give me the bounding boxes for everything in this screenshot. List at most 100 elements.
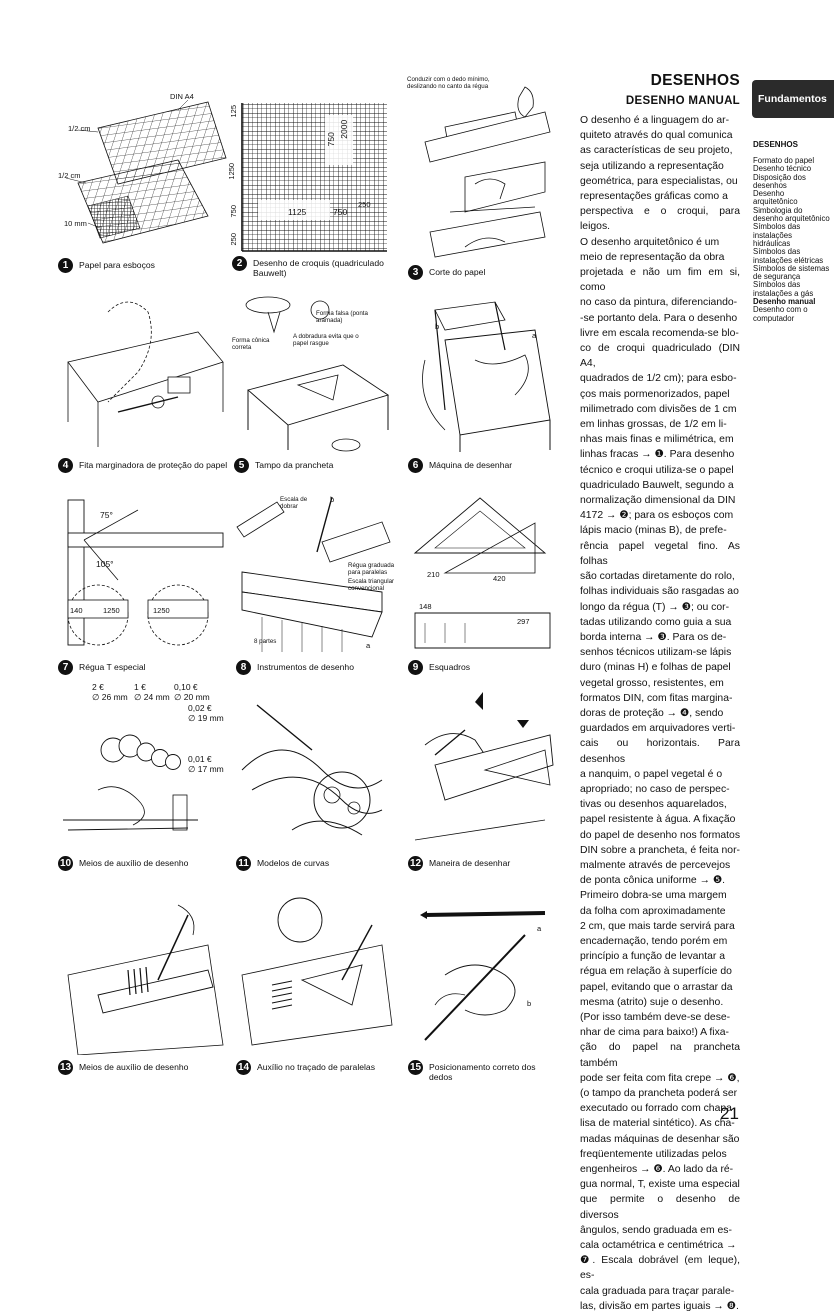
fig7-scale-140: 140 (70, 606, 83, 615)
body-line: apropriado; no caso de perspec- (580, 783, 730, 795)
body-line: borda interna → ❸. Para os de- (580, 631, 727, 643)
figure-15-caption: 15 Posicionamento correto dos dedos (408, 1060, 536, 1082)
fig8-label-folding-scale: Escala de dobrar (280, 496, 308, 510)
body-line: papel, evitando que o arrastar da (580, 981, 733, 993)
fig10-coin-002-diam: ∅ 19 mm (188, 713, 224, 723)
body-line: nhas mais finas e milimétrica, em (580, 434, 734, 446)
fig8-label-b: b (330, 495, 335, 504)
body-line: senhos técnicos utilizam-se lápis (580, 647, 732, 659)
sidebar-item[interactable]: Símbolos das instalações a gás (753, 280, 814, 298)
fig3-note: Conduzir com o dedo mínimo, deslizando n… (407, 76, 490, 90)
fig9-dim-210: 210 (427, 570, 440, 579)
fig2-dim-750c: 750 (333, 207, 348, 217)
body-line: freqüentemente utilizadas pelos (580, 1148, 727, 1160)
body-line: 2 cm, que mais tarde servirá para (580, 920, 735, 932)
body-line: ços mais pormenorizados, papel (580, 388, 730, 400)
body-line: gua normal, T, existe uma especial (580, 1179, 740, 1191)
figure-9-set-squares: 420 297 210 148 (405, 493, 555, 655)
figure-11-caption: 11 Modelos de curvas (236, 856, 396, 871)
body-line: meio de representação da obra (580, 251, 725, 263)
fig5-label-conical: Forma cônica correta (232, 337, 270, 351)
fig7-scale-1250b: 1250 (153, 606, 170, 615)
figure-4-caption: 4 Fita marginadora de proteção do papel (58, 458, 228, 473)
body-line: nhar de cima para baixo!) A fixa- (580, 1027, 730, 1039)
figure-6-drafting-machine: b a (405, 290, 555, 455)
body-line: do papel de desenho nos formatos (580, 829, 741, 841)
sidebar-item[interactable]: Símbolos das instalações hidráulicas (753, 222, 801, 248)
body-line: princípio a função de levantar a (580, 951, 725, 963)
figure-10-caption: 10 Meios de auxílio de desenho (58, 856, 189, 871)
figure-4-margin-tape (58, 292, 228, 452)
body-line: malmente através de percevejos (580, 859, 731, 871)
body-line: normalização dimensional da DIN (580, 495, 736, 507)
sidebar-item[interactable]: Desenho manual (753, 297, 816, 307)
fig15-label-a: a (537, 924, 542, 933)
figure-3-paper-cutting: Conduzir com o dedo mínimo, deslizando n… (405, 72, 555, 262)
sidebar-item[interactable]: Simbologia do desenho arquitetônico (753, 205, 830, 224)
sidebar-heading: DESENHOS (753, 140, 798, 149)
figure-10-coins: 2 € ∅ 26 mm 1 € ∅ 24 mm 0,10 € ∅ 20 mm 0… (58, 680, 228, 850)
body-line: rência papel vegetal fino. As folhas (580, 540, 740, 567)
fig1-label-10mm: 10 mm (64, 219, 87, 228)
body-line: em linhas grossas, de 1/2 em li- (580, 419, 727, 431)
body-line: lápis macio (minas B), de prefe- (580, 525, 727, 537)
body-line: lisa de material sintético). As cha- (580, 1118, 735, 1130)
figure-8-caption: 8 Instrumentos de desenho (236, 660, 396, 675)
sidebar-item[interactable]: Símbolos das instalações elétricas (753, 247, 824, 265)
body-line: perspectiva e o croqui, para leigos. (580, 206, 740, 233)
body-line: (Por isso também deve-se dese- (580, 1011, 731, 1023)
sidebar-item[interactable]: Disposição dos desenhos (753, 172, 806, 190)
body-line: executado ou forrado com chapa (580, 1103, 732, 1115)
fig10-coin-001-diam: ∅ 17 mm (188, 764, 224, 774)
fig2-dim-250a: 250 (229, 232, 239, 246)
body-line: madas máquinas de desenhar são (580, 1133, 740, 1145)
body-line: folhas individuais são rasgadas ao (580, 586, 739, 598)
body-line: de ponta cônica uniforme → ❺. (580, 875, 726, 887)
figure-5-caption: 5 Tampo da prancheta (234, 458, 394, 473)
body-line: O desenho é a linguagem do ar- (580, 115, 730, 126)
sidebar-item[interactable]: Símbolos de sistemas de segurança (753, 263, 830, 282)
body-line: são cortadas diretamente do rolo, (580, 571, 735, 583)
fig10-coin-001: 0,01 € (188, 754, 212, 764)
body-line: tivas ou desenhos aquarelados, (580, 799, 727, 811)
body-line: seja utilizando a representação (580, 160, 724, 172)
fig8-label-8-parts: 8 partes (254, 638, 277, 645)
body-line: quiteto através do qual comunica (580, 130, 733, 142)
body-line: duro (minas H) e folhas de papel (580, 662, 731, 674)
fig10-coin-010-diam: ∅ 20 mm (174, 692, 210, 702)
body-line: que permite o desenho de diversos (580, 1194, 740, 1221)
body-line: encadernação, tendo porém em (580, 935, 728, 947)
body-line: da folha com aproximadamente (580, 905, 726, 917)
body-line: -se portanto dela. Para o desenho (580, 312, 738, 324)
sidebar-item[interactable]: Desenho arquitetônico (753, 189, 798, 207)
fig2-dim-125: 125 (229, 104, 239, 118)
sidebar-item[interactable]: Formato do papel (753, 156, 815, 165)
body-line: ção do papel na prancheta também (580, 1042, 740, 1069)
body-line: cala graduada para traçar parale- (580, 1285, 735, 1297)
figure-7-caption: 7 Régua T especial (58, 660, 228, 675)
body-line: doras de proteção → ❹, sendo (580, 707, 724, 719)
body-line: cais ou horizontais. Para desenhos (580, 738, 740, 765)
sidebar-item[interactable]: Desenho com o computador (753, 305, 808, 323)
figure-9-caption: 9 Esquadros (408, 660, 558, 675)
body-line: papel resistente à água. A fixação (580, 814, 736, 826)
body-line: Primeiro dobra-se uma margem (580, 890, 727, 902)
figure-1-caption: 1 Papel para esboços (58, 258, 228, 273)
fig8-label-a: a (366, 641, 371, 650)
figure-7-special-t-square: 75° 105° 140 1250 1250 (58, 495, 228, 655)
fig7-angle-105: 105° (96, 559, 114, 569)
figure-2-caption: 2 Desenho de croquis (quadriculado Bauwe… (232, 256, 392, 278)
fig10-coin-2e-diam: ∅ 26 mm (92, 692, 128, 702)
figure-1-sketch-paper: DIN A4 1/2 cm 1/2 cm 10 mm (58, 88, 228, 253)
sidebar-item[interactable]: Desenho técnico (753, 164, 812, 174)
body-line: técnico e croqui utiliza-se o papel (580, 464, 734, 476)
fig2-dim-1125: 1125 (288, 207, 307, 217)
fig1-label-half-cm-a: 1/2 cm (68, 124, 91, 133)
fig9-dim-420: 420 (493, 574, 506, 583)
body-line: a nanquim, o papel vegetal é o (580, 768, 723, 780)
body-line: geométrica, para especialistas, ou (580, 175, 738, 187)
body-line: tadas utilizando como guia a sua (580, 616, 732, 628)
body-line: 4172 → ❷; para os esboços com (580, 510, 734, 522)
fig7-angle-75: 75° (100, 510, 113, 520)
chapter-tab[interactable]: Fundamentos (752, 80, 834, 118)
